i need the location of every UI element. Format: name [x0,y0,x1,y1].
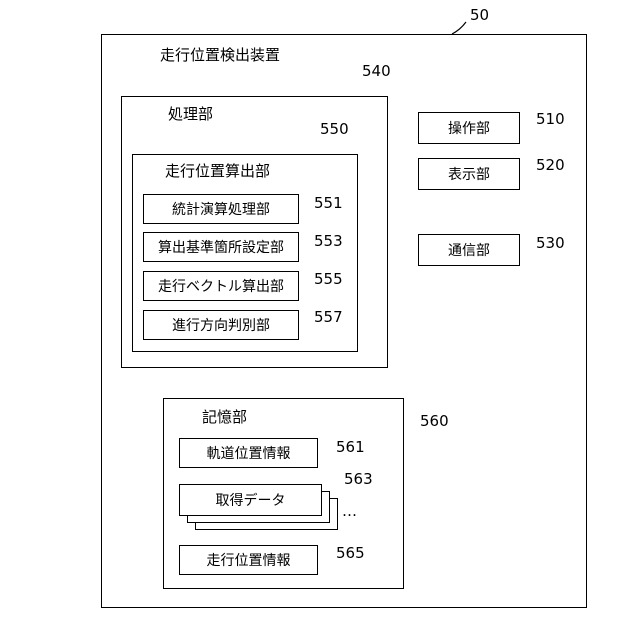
acquired-data-ellipsis: … [342,504,357,519]
display-unit-ref: 520 [536,158,565,173]
operation-unit-ref: 510 [536,112,565,127]
storage-item-running: 走行位置情報 [179,545,318,575]
device-ref: 50 [470,8,489,23]
storage-title: 記憶部 [202,410,247,425]
storage-ref: 560 [420,414,449,429]
storage-item-running-ref: 565 [336,546,365,561]
leader-line-50 [452,22,466,34]
calc-title: 走行位置算出部 [165,164,270,179]
display-unit: 表示部 [418,158,520,190]
calc-ref: 550 [320,122,349,137]
storage-item-acquired: 取得データ [179,484,322,516]
calc-item-direction: 進行方向判別部 [143,310,299,340]
calc-item-vector-ref: 555 [314,272,343,287]
processing-title: 処理部 [168,107,213,122]
calc-item-reference-ref: 553 [314,234,343,249]
calc-item-statistics: 統計演算処理部 [143,194,299,224]
device-title: 走行位置検出装置 [160,48,280,63]
operation-unit: 操作部 [418,112,520,144]
storage-item-acquired-ref: 563 [344,472,373,487]
communication-unit-ref: 530 [536,236,565,251]
processing-ref: 540 [362,64,391,79]
communication-unit: 通信部 [418,234,520,266]
storage-item-track-ref: 561 [336,440,365,455]
calc-item-direction-ref: 557 [314,310,343,325]
calc-item-vector: 走行ベクトル算出部 [143,271,299,301]
storage-item-track: 軌道位置情報 [179,438,318,468]
calc-item-statistics-ref: 551 [314,196,343,211]
calc-item-reference: 算出基準箇所設定部 [143,232,299,262]
